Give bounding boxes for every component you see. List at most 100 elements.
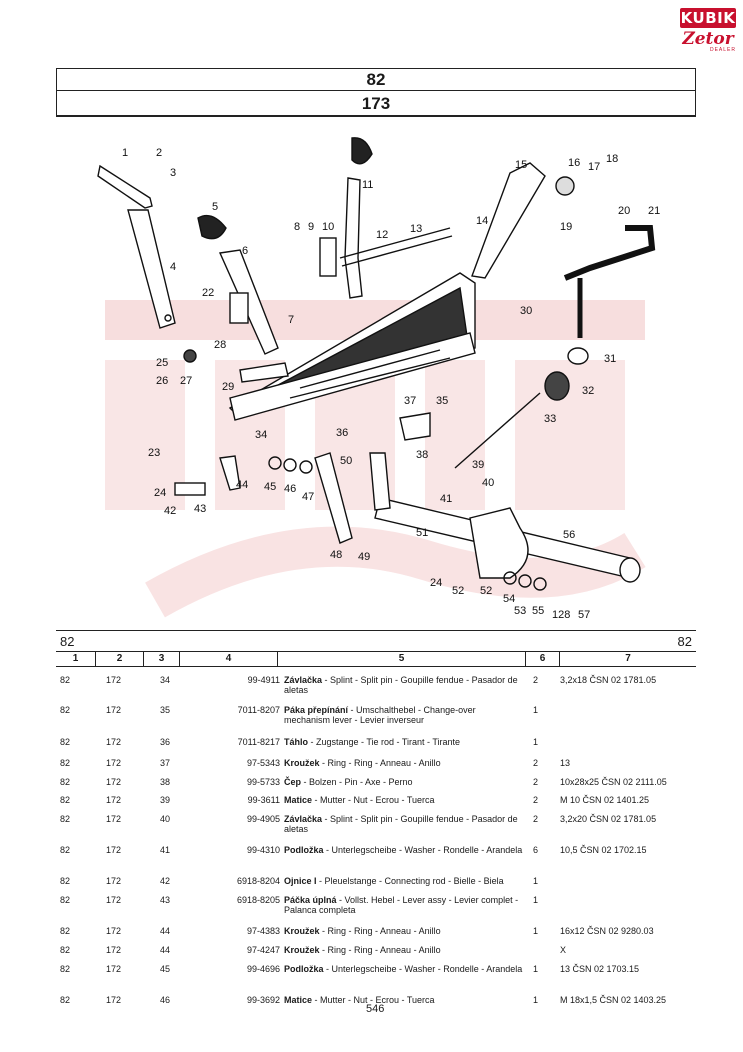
cell-figure: 172 (106, 814, 122, 824)
svg-text:57: 57 (578, 609, 590, 621)
cell-note: 16x12 ČSN 02 9280.03 (560, 926, 654, 936)
svg-text:11: 11 (362, 179, 373, 191)
svg-text:35: 35 (436, 395, 448, 407)
part-name: Závlačka (284, 814, 323, 824)
svg-text:52: 52 (480, 585, 492, 597)
svg-text:1: 1 (122, 147, 128, 159)
cell-part-number: 97-4383 (246, 926, 280, 936)
svg-text:31: 31 (604, 353, 616, 365)
cell-quantity: 2 (533, 675, 539, 685)
part-translations: - Pleuelstange - Connecting rod - Bielle… (316, 876, 504, 886)
cell-part-number: 99-4911 (247, 675, 280, 685)
cell-description: Matice - Mutter - Nut - Ecrou - Tuerca (284, 995, 524, 1005)
cell-description: Podložka - Unterlegscheibe - Washer - Ro… (284, 964, 524, 974)
cell-note: M 10 ČSN 02 1401.25 (560, 795, 650, 805)
part-translations: - Ring - Ring - Anneau - Anillo (319, 945, 441, 955)
svg-text:38: 38 (416, 449, 428, 461)
svg-text:43: 43 (194, 503, 206, 515)
cell-note: X (560, 945, 567, 955)
part-name: Táhlo (284, 737, 308, 747)
group-number-header: 82 (56, 68, 696, 91)
svg-text:44: 44 (236, 479, 248, 491)
cell-description: Páčka úplná - Vollst. Hebel - Lever assy… (284, 895, 524, 915)
cell-description: Závlačka - Splint - Split pin - Goupille… (284, 814, 524, 834)
cell-note: 10,5 ČSN 02 1702.15 (560, 845, 647, 855)
svg-text:50: 50 (340, 455, 352, 467)
cell-position: 37 (160, 758, 171, 768)
cell-figure: 172 (106, 995, 122, 1005)
cell-position: 35 (160, 705, 171, 715)
svg-text:40: 40 (482, 477, 494, 489)
part-name: Podložka (284, 964, 324, 974)
svg-text:48: 48 (330, 549, 342, 561)
cell-quantity: 1 (533, 995, 539, 1005)
cell-position: 45 (160, 964, 171, 974)
column-header: 1 (56, 652, 96, 666)
svg-text:24: 24 (154, 487, 166, 499)
cell-figure: 172 (106, 945, 122, 955)
part-name: Kroužek (284, 926, 320, 936)
cell-figure: 172 (106, 777, 122, 787)
svg-text:28: 28 (214, 339, 226, 351)
part-translations: - Unterlegscheibe - Washer - Rondelle - … (323, 964, 523, 974)
cell-quantity: 2 (533, 814, 539, 824)
svg-text:19: 19 (560, 221, 572, 233)
cell-description: Podložka - Unterlegscheibe - Washer - Ro… (284, 845, 524, 855)
svg-text:56: 56 (563, 529, 575, 541)
part-translations: - Vollst. Hebel - Lever assy - Levier co… (284, 895, 519, 915)
cell-figure: 172 (106, 675, 122, 685)
cell-part-number: 99-4905 (246, 814, 280, 824)
svg-text:6: 6 (242, 245, 248, 257)
svg-text:4: 4 (170, 261, 176, 273)
cell-group: 82 (60, 845, 71, 855)
svg-text:52: 52 (452, 585, 464, 597)
cell-group: 82 (60, 926, 71, 936)
cell-figure: 172 (106, 926, 122, 936)
cell-quantity: 1 (533, 895, 539, 905)
part-translations: - Ring - Ring - Anneau - Anillo (319, 758, 441, 768)
cell-quantity: 1 (533, 964, 539, 974)
svg-text:23: 23 (148, 447, 160, 459)
cell-figure: 172 (106, 795, 122, 805)
cell-group: 82 (60, 758, 71, 768)
table-header: 1 2 3 4 5 6 7 (56, 651, 696, 667)
cell-figure: 172 (106, 895, 122, 905)
part-translations: - Umschalthebel - Change-over mechanism … (284, 705, 476, 725)
part-name: Páčka úplná (284, 895, 337, 905)
cell-part-number: 97-4247 (246, 945, 280, 955)
cell-note: 13 ČSN 02 1703.15 (560, 964, 640, 974)
cell-note: 13 (560, 758, 571, 768)
svg-text:24: 24 (430, 577, 442, 589)
cell-note: M 18x1,5 ČSN 02 1403.25 (560, 995, 667, 1005)
svg-text:25: 25 (156, 357, 168, 369)
svg-text:26: 26 (156, 375, 168, 387)
svg-text:2: 2 (156, 147, 162, 159)
svg-text:7: 7 (288, 314, 294, 326)
svg-text:45: 45 (264, 481, 276, 493)
svg-text:14: 14 (476, 215, 488, 227)
cell-part-number: 99-5733 (246, 777, 280, 787)
svg-text:53: 53 (514, 605, 526, 617)
column-header: 5 (278, 652, 526, 666)
svg-text:47: 47 (302, 491, 314, 503)
cell-quantity: 1 (533, 737, 539, 747)
cell-quantity: 6 (533, 845, 539, 855)
cell-description: Matice - Mutter - Nut - Ecrou - Tuerca (284, 795, 524, 805)
cell-position: 36 (160, 737, 171, 747)
cell-group: 82 (60, 876, 71, 886)
cell-quantity: 1 (533, 876, 539, 886)
svg-text:10: 10 (322, 221, 334, 233)
part-name: Závlačka (284, 675, 323, 685)
part-name: Ojnice I (284, 876, 317, 886)
svg-text:42: 42 (164, 505, 176, 517)
cell-description: Ojnice I - Pleuelstange - Connecting rod… (284, 876, 524, 886)
cell-figure: 172 (106, 737, 122, 747)
svg-text:39: 39 (472, 459, 484, 471)
part-translations: - Mutter - Nut - Ecrou - Tuerca (312, 995, 435, 1005)
cell-position: 38 (160, 777, 171, 787)
svg-text:41: 41 (440, 493, 452, 505)
cell-position: 44 (160, 945, 171, 955)
svg-text:34: 34 (255, 429, 267, 441)
cell-description: Kroužek - Ring - Ring - Anneau - Anillo (284, 926, 524, 936)
